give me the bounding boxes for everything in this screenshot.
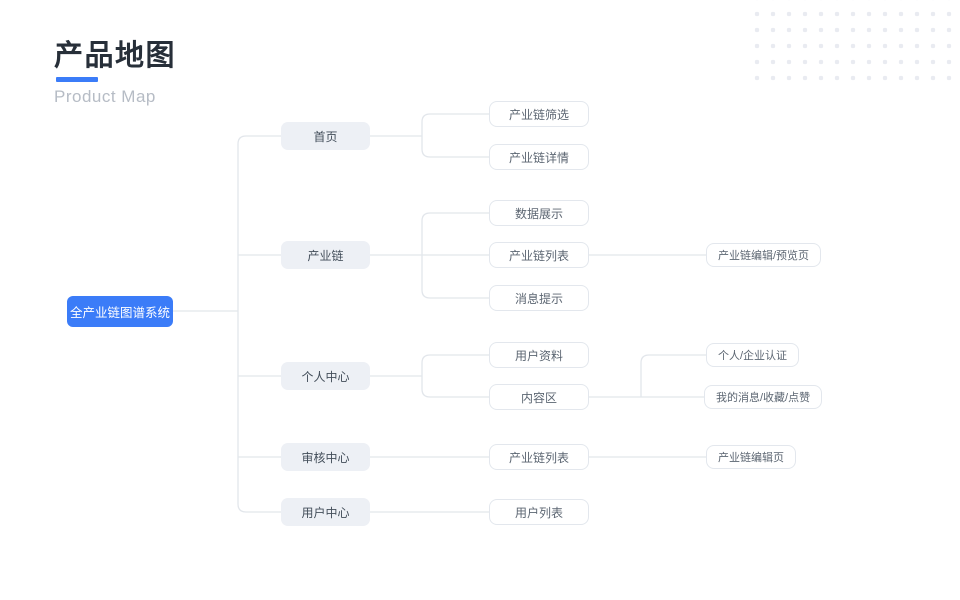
title-underline bbox=[56, 77, 98, 82]
page-title: 产品地图 bbox=[54, 40, 177, 72]
node-personal-center: 个人中心 bbox=[281, 362, 370, 390]
node-chain-detail: 产业链详情 bbox=[489, 144, 589, 170]
node-chain-filter: 产业链筛选 bbox=[489, 101, 589, 127]
node-chain-edit-preview-page: 产业链编辑/预览页 bbox=[706, 243, 822, 267]
node-user-center: 用户中心 bbox=[281, 498, 370, 526]
node-review-center: 审核中心 bbox=[281, 443, 370, 471]
node-root-system: 全产业链图谱系统 bbox=[67, 296, 173, 327]
page-subtitle: Product Map bbox=[54, 87, 156, 106]
node-my-messages-favorites-likes: 我的消息/收藏/点赞 bbox=[704, 385, 823, 409]
dot-grid-decoration bbox=[749, 0, 960, 90]
node-user-list: 用户列表 bbox=[489, 499, 589, 525]
node-user-profile: 用户资料 bbox=[489, 342, 589, 368]
node-data-display: 数据展示 bbox=[489, 200, 589, 226]
node-review-chain-list: 产业链列表 bbox=[489, 444, 589, 470]
node-industry-chain: 产业链 bbox=[281, 241, 370, 269]
node-personal-enterprise-certification: 个人/企业认证 bbox=[706, 343, 800, 367]
node-chain-list: 产业链列表 bbox=[489, 242, 589, 268]
node-home: 首页 bbox=[281, 122, 370, 150]
node-chain-edit-page: 产业链编辑页 bbox=[706, 445, 796, 469]
node-content-area: 内容区 bbox=[489, 384, 589, 410]
node-message-notice: 消息提示 bbox=[489, 285, 589, 311]
